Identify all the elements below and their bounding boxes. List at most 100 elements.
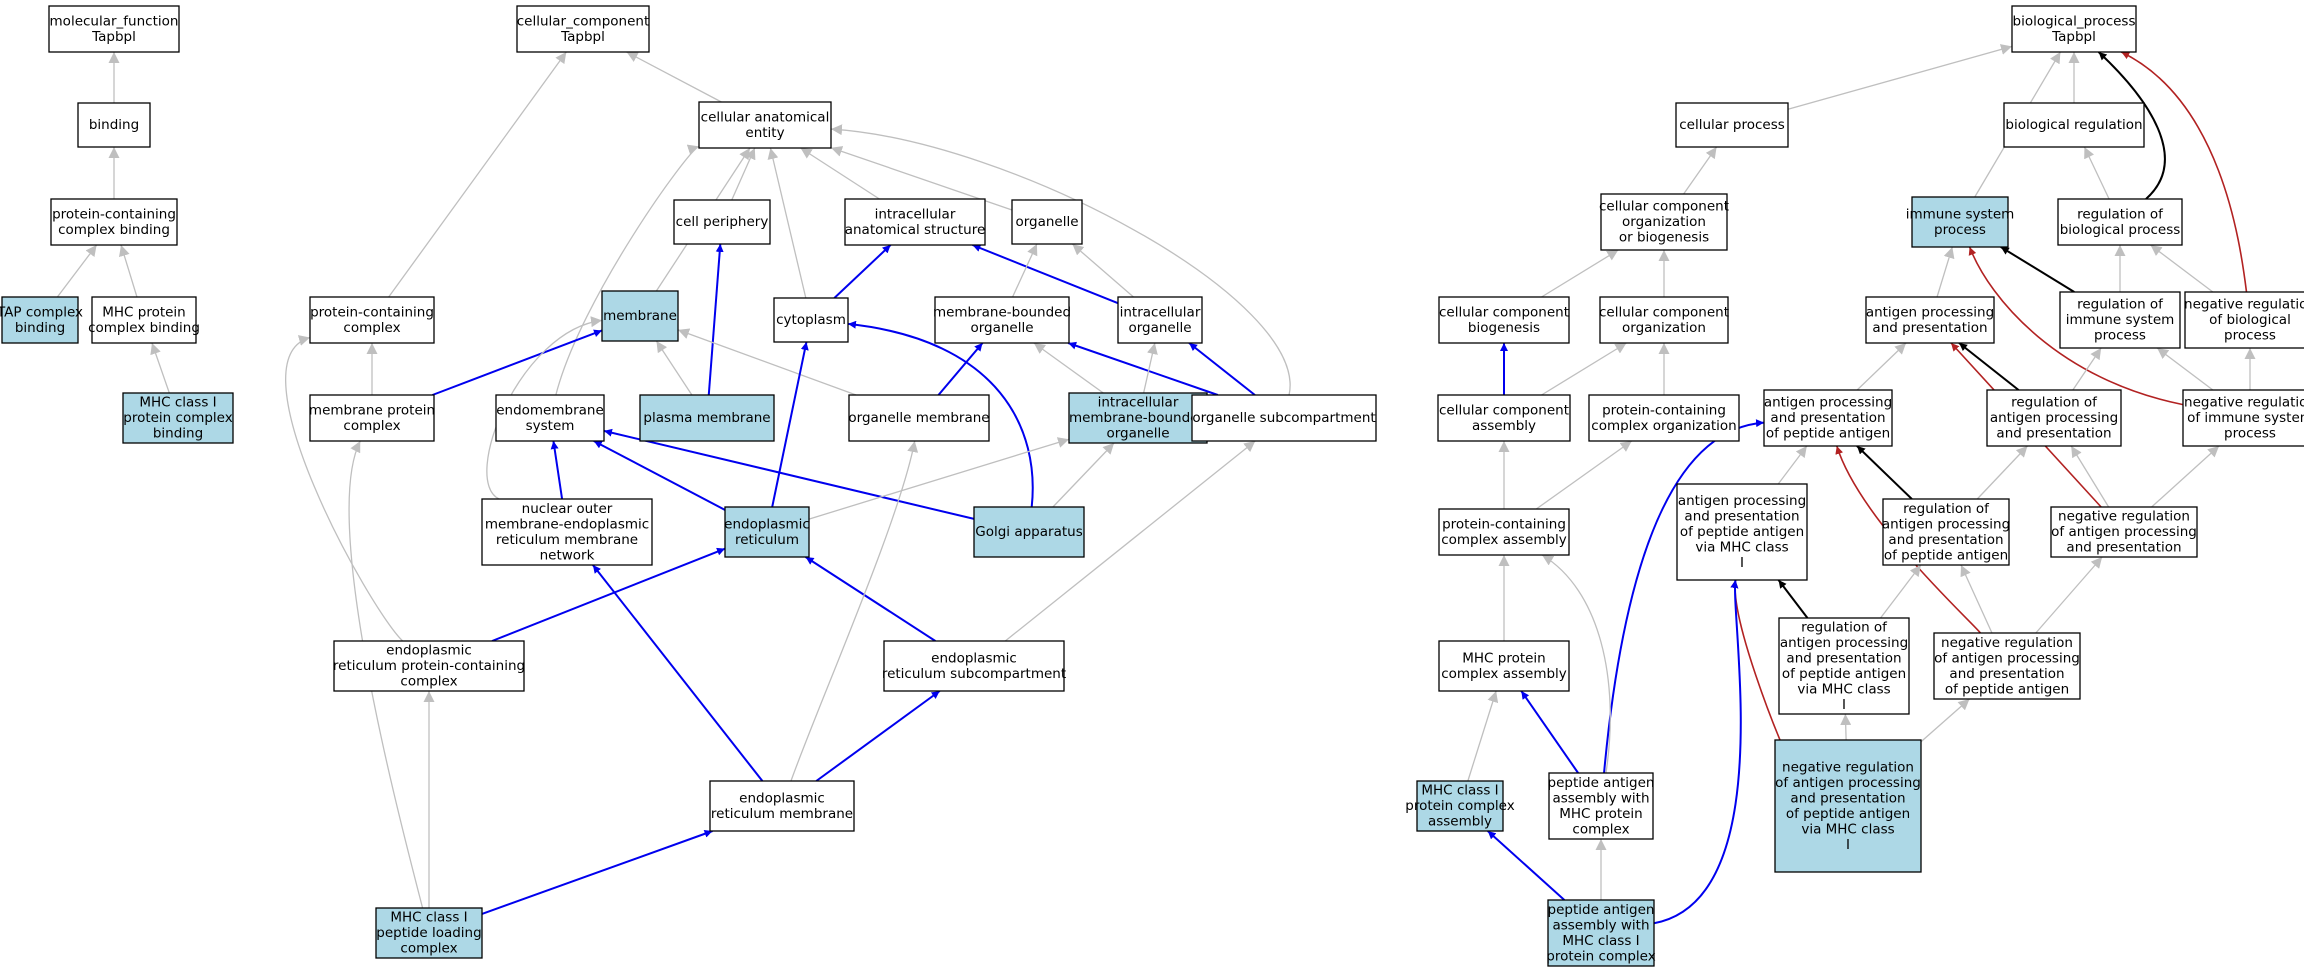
node-box — [601, 290, 679, 342]
node-label-line: protein complex — [1405, 798, 1515, 814]
node-label-line: process — [2094, 328, 2146, 344]
node-pm[interactable]: plasma membrane — [639, 394, 775, 442]
edge-is-a-appa-to-app — [1856, 342, 1907, 391]
node-label-line: anatomical structure — [845, 222, 986, 238]
node-box — [122, 392, 234, 444]
edge-is-a-nrisp-to-risp — [2156, 347, 2214, 391]
node-label-line: complex organization — [1591, 418, 1736, 434]
node-label-line: organelle — [970, 320, 1033, 336]
node-organelle[interactable]: organelle — [1011, 199, 1083, 245]
node-label-line: binding — [153, 426, 203, 442]
node-box — [77, 102, 151, 148]
edge-is-a-imbo-to-io — [1142, 342, 1158, 394]
node-cytoplasm[interactable]: cytoplasm — [773, 297, 849, 343]
node-box — [673, 199, 771, 245]
node-nuc[interactable]: nuclear outermembrane-endoplasmicreticul… — [481, 498, 653, 566]
node-label-line: of biological — [2209, 312, 2291, 328]
edge-is-a-cca-to-cco — [1541, 342, 1627, 396]
edge-part-of-mhcplc-to-erm — [481, 829, 713, 915]
node-label-line: organelle — [1015, 214, 1078, 230]
edge-is-a-rapp-to-risp — [2072, 347, 2102, 391]
edge-part-of-osc-to-io — [1188, 342, 1256, 396]
edge-part-of-er-to-cytoplasm — [771, 341, 809, 508]
edge-is-a-imbo-to-mbo — [1033, 342, 1104, 394]
edge-is-a-tapb-to-pcb — [56, 244, 98, 298]
node-label-line: of peptide antigen — [1786, 806, 1910, 822]
edge-part-of-cytoplasm-to-ias — [833, 244, 892, 299]
node-binding[interactable]: binding — [77, 102, 151, 148]
node-membrane[interactable]: membrane — [601, 290, 679, 342]
node-golgi[interactable]: Golgi apparatus — [973, 506, 1085, 558]
node-label-line: process — [2224, 426, 2276, 442]
edge-is-a-mhc1pca-to-mhcpca — [1467, 690, 1499, 782]
node-label-line: I — [1842, 697, 1846, 713]
node-label-line: endoplasmic — [724, 516, 810, 532]
edge-is-a-ems-to-cae — [555, 144, 700, 396]
node-osc[interactable]: organelle subcompartment — [1191, 394, 1377, 442]
node-cp[interactable]: cellular process — [1675, 102, 1789, 148]
edge-is-a-appmhc-to-appa — [1777, 445, 1808, 485]
edge-is-a-mbo-to-organelle — [1011, 243, 1038, 298]
node-label-line: cellular component — [1439, 304, 1569, 320]
node-cellper[interactable]: cell periphery — [673, 199, 771, 245]
node-label-line: entity — [745, 125, 784, 141]
node-label-line: peptide antigen — [1548, 775, 1655, 791]
node-box — [2050, 506, 2198, 558]
edge-part-of-er-to-ems — [593, 440, 726, 511]
node-label-line: organelle — [1106, 426, 1169, 442]
edge-is-a-nrapp-to-rapp — [2070, 445, 2110, 508]
node-box — [2059, 291, 2181, 349]
node-box — [709, 780, 855, 832]
node-label-line: or biogenesis — [1619, 230, 1709, 246]
edge-is-a-nrbp-to-rbp — [2150, 244, 2214, 293]
node-om[interactable]: organelle membrane — [848, 394, 990, 442]
node-br[interactable]: biological regulation — [2003, 102, 2145, 148]
node-label-line: antigen processing — [1990, 410, 2118, 426]
node-label-line: biological_process — [2013, 13, 2136, 29]
